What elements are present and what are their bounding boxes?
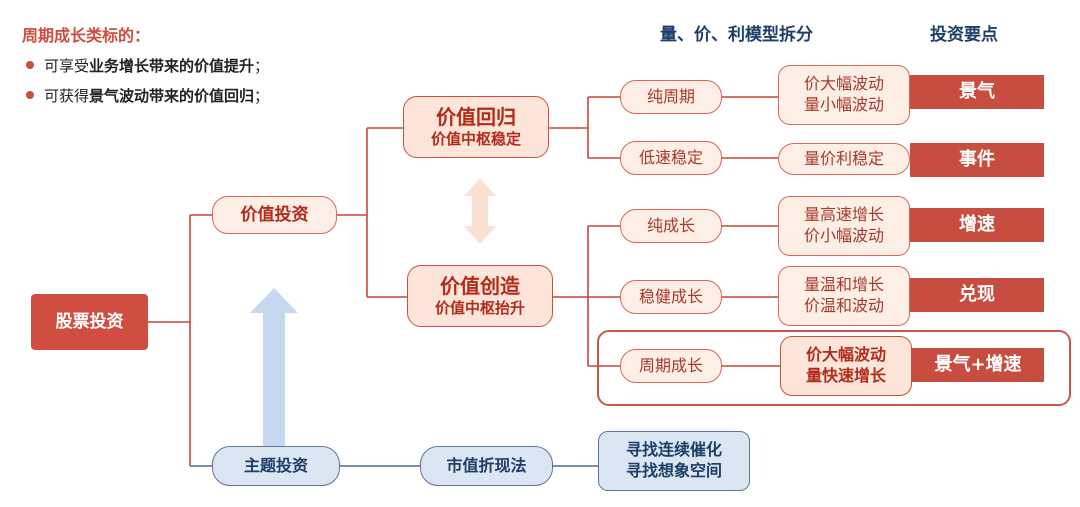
bullet-prefix: 可享受	[44, 57, 90, 75]
type-pure-growth: 纯成长	[620, 209, 722, 243]
detail-line: 价大幅波动	[805, 345, 886, 365]
node-value-investing: 价值投资	[212, 196, 337, 234]
header-key-points: 投资要点	[930, 25, 998, 45]
detail-pure-cyclical: 价大幅波动 量小幅波动	[778, 65, 910, 125]
bullet-suffix: ；	[254, 87, 270, 105]
red-connectors	[148, 96, 780, 466]
bullet-dot-icon	[26, 90, 34, 99]
bullet-emphasis: 景气波动带来的价值回归	[89, 87, 255, 105]
type-pure-cyclical: 纯周期	[620, 80, 722, 114]
detail-line: 价小幅波动	[803, 226, 884, 245]
node-theme-investing: 主题投资	[212, 446, 340, 486]
header-model-split: 量、价、利模型拆分	[660, 25, 813, 45]
detail-line: 量快速增长	[805, 366, 886, 385]
value-revert-title: 价值回归	[436, 105, 516, 130]
detail-line: 量高速增长	[803, 205, 884, 225]
detail-line: 价温和波动	[803, 296, 884, 315]
bullet-dot-icon	[26, 60, 34, 69]
value-create-subtitle: 价值中枢抬升	[434, 299, 525, 318]
node-theme-result: 寻找连续催化 寻找想象空间	[598, 431, 750, 491]
intro-bullet-1: 可享受业务增长带来的价值提升；	[26, 55, 269, 76]
point-low-speed-stable: 事件	[910, 143, 1044, 177]
bullet-prefix: 可获得	[44, 87, 90, 105]
bullet-suffix: ；	[254, 57, 270, 75]
bullet-emphasis: 业务增长带来的价值提升	[89, 57, 255, 75]
value-create-title: 价值创造	[440, 274, 520, 299]
point-pure-growth: 增速	[910, 208, 1044, 242]
detail-line: 量小幅波动	[803, 95, 884, 114]
type-cyclical-growth: 周期成长	[620, 349, 722, 383]
type-low-speed-stable: 低速稳定	[620, 141, 722, 175]
intro-bullet-2: 可获得景气波动带来的价值回归；	[26, 85, 269, 106]
intro-title: 周期成长类标的：	[22, 26, 151, 45]
theme-result-line2: 寻找想象空间	[625, 461, 722, 480]
detail-pure-growth: 量高速增长 价小幅波动	[778, 196, 910, 256]
point-pure-cyclical: 景气	[910, 75, 1044, 109]
double-arrow-icon	[464, 178, 496, 244]
node-market-cap-method: 市值折现法	[420, 446, 553, 486]
type-steady-growth: 稳健成长	[620, 280, 722, 314]
detail-line: 量温和增长	[803, 275, 884, 295]
point-cyclical-growth: 景气+增速	[912, 348, 1044, 382]
detail-low-speed-stable: 量价利稳定	[778, 143, 910, 175]
cyclical-growth-highlight	[597, 330, 1071, 406]
root-stock-investing: 股票投资	[31, 294, 148, 350]
point-steady-growth: 兑现	[910, 278, 1044, 312]
detail-cyclical-growth: 价大幅波动 量快速增长	[780, 336, 912, 396]
detail-steady-growth: 量温和增长 价温和波动	[778, 266, 910, 326]
node-value-revert: 价值回归 价值中枢稳定	[403, 96, 549, 158]
up-arrow-icon	[250, 288, 298, 448]
theme-result-line1: 寻找连续催化	[625, 440, 722, 460]
detail-line: 价大幅波动	[803, 74, 884, 94]
node-value-create: 价值创造 价值中枢抬升	[407, 265, 553, 327]
value-revert-subtitle: 价值中枢稳定	[430, 130, 521, 149]
